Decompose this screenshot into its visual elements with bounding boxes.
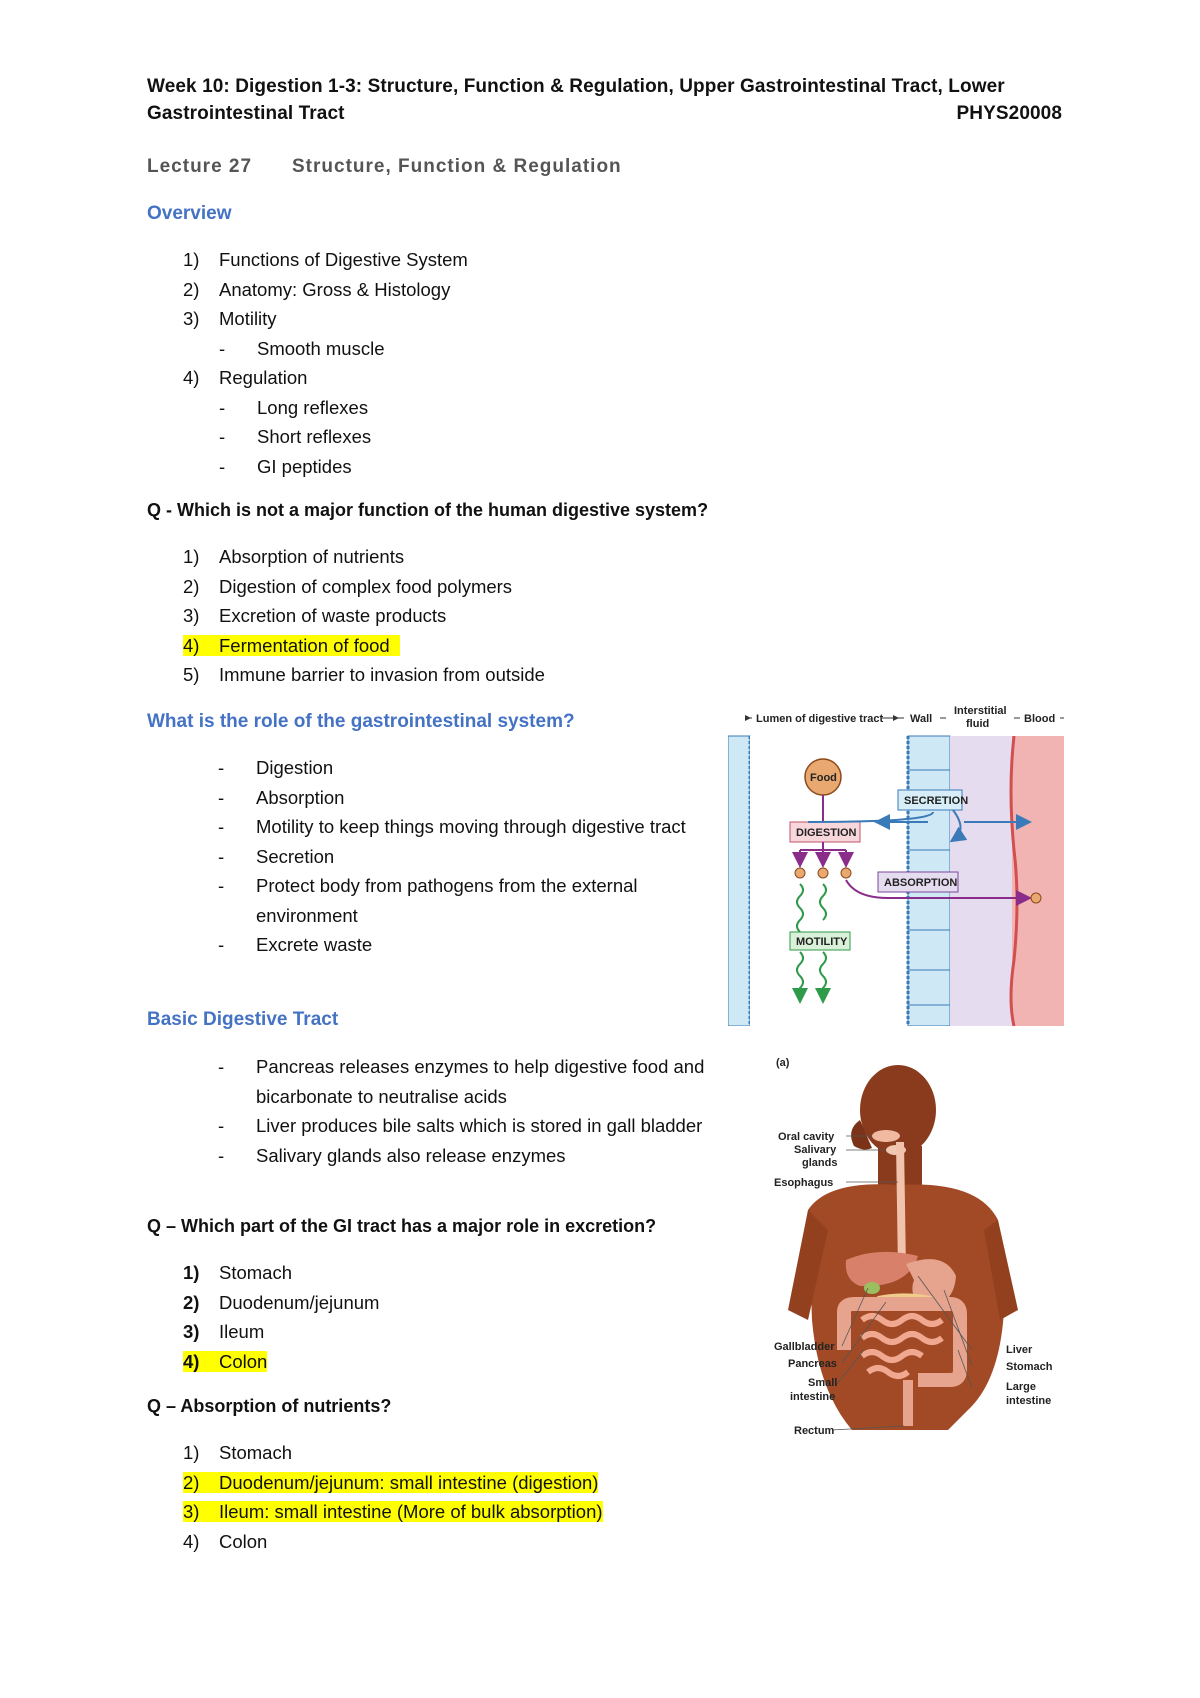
role-list: -Digestion -Absorption -Motility to keep… xyxy=(218,753,738,960)
list-item: -Short reflexes xyxy=(219,426,372,447)
basic-list: -Pancreas releases enzymes to help diges… xyxy=(218,1052,776,1170)
col-interstitial-label-2: fluid xyxy=(966,718,989,730)
label-stomach: Stomach xyxy=(1006,1361,1053,1373)
list-item-highlighted: 3)Ileum: small intestine (More of bulk a… xyxy=(183,1501,603,1522)
list-item: -Protect body from pathogens from the ex… xyxy=(218,875,638,926)
list-item: 1)Absorption of nutrients xyxy=(183,546,405,567)
label-pancreas: Pancreas xyxy=(788,1358,837,1370)
lecture-topic: Structure, Function & Regulation xyxy=(292,156,622,177)
list-item: 2)Digestion of complex food polymers xyxy=(183,575,513,597)
label-gallbladder: Gallbladder xyxy=(774,1341,835,1353)
basic-heading: Basic Digestive Tract xyxy=(147,1009,339,1030)
list-item: -GI peptides xyxy=(219,455,352,477)
course-code: PHYS20008 xyxy=(956,103,1062,124)
question-3-options: 1)Stomach 2)Duodenum/jejunum: small inte… xyxy=(183,1438,603,1556)
question-1-options: 1)Absorption of nutrients 2)Digestion of… xyxy=(183,542,545,690)
list-item-highlighted: 4)Colon xyxy=(183,1350,268,1372)
list-item: 1)Stomach xyxy=(183,1442,293,1463)
label-salivary: Salivary xyxy=(794,1144,837,1156)
list-item-highlighted: 2)Duodenum/jejunum: small intestine (dig… xyxy=(183,1471,599,1493)
list-item-highlighted: 4)Fermentation of food xyxy=(183,631,545,661)
list-item: -Motility to keep things moving through … xyxy=(218,816,686,837)
overview-heading: Overview xyxy=(147,203,232,224)
digestion-label: DIGESTION xyxy=(796,827,857,839)
label-oral-cavity: Oral cavity xyxy=(778,1131,835,1143)
list-item: -Absorption xyxy=(218,786,345,808)
col-wall-label: Wall xyxy=(910,713,932,725)
list-item: -Excrete waste xyxy=(218,934,373,955)
list-item: -Long reflexes xyxy=(219,396,369,418)
label-large-intestine: intestine xyxy=(1006,1395,1051,1407)
list-item: 2)Anatomy: Gross & Histology xyxy=(183,278,451,300)
food-label: Food xyxy=(810,772,837,784)
list-item: -Salivary glands also release enzymes xyxy=(218,1144,566,1166)
list-item: -Pancreas releases enzymes to help diges… xyxy=(218,1056,705,1107)
question-3: Q – Absorption of nutrients? xyxy=(147,1396,392,1416)
header-subtitle: Gastrointestinal Tract xyxy=(147,103,345,124)
list-item: 3)Ileum xyxy=(183,1321,265,1342)
lecture-number: Lecture 27 xyxy=(147,156,253,177)
label-small: Small xyxy=(808,1377,837,1389)
lecture-title: Lecture 27 Structure, Function & Regulati… xyxy=(147,156,622,178)
list-item: -Digestion xyxy=(218,757,334,778)
secretion-label: SECRETION xyxy=(904,795,968,807)
col-lumen-label: Lumen of digestive tract xyxy=(756,713,883,725)
list-item: -Smooth muscle xyxy=(219,337,385,359)
panel-label: (a) xyxy=(776,1057,790,1069)
list-item: 3)Motility xyxy=(183,308,277,329)
question-2-options: 1)Stomach 2)Duodenum/jejunum 3)Ileum 4)C… xyxy=(183,1258,379,1376)
list-item: 3)Excretion of waste products xyxy=(183,605,447,626)
list-item: -Liver produces bile salts which is stor… xyxy=(218,1115,703,1136)
role-heading: What is the role of the gastrointestinal… xyxy=(147,711,575,732)
label-small-intestine: intestine xyxy=(790,1391,835,1403)
list-item: -Secretion xyxy=(218,845,335,867)
list-item: 5)Immune barrier to invasion from outsid… xyxy=(183,664,545,685)
overview-list: 1)Functions of Digestive System 2)Anatom… xyxy=(183,245,468,481)
label-large: Large xyxy=(1006,1381,1036,1393)
label-liver: Liver xyxy=(1006,1344,1033,1356)
list-item: 1)Functions of Digestive System xyxy=(183,249,468,270)
gi-processes-diagram: Lumen of digestive tract Wall Interstiti… xyxy=(728,705,1064,1026)
absorption-label: ABSORPTION xyxy=(884,877,957,889)
digestive-anatomy-illustration: (a) xyxy=(774,1057,1053,1437)
header-line-1: Week 10: Digestion 1-3: Structure, Funct… xyxy=(147,76,1005,97)
col-interstitial-label: Interstitial xyxy=(954,705,1007,717)
list-item: 4)Colon xyxy=(183,1530,268,1552)
list-item: 4)Regulation xyxy=(183,367,308,388)
label-glands: glands xyxy=(802,1157,837,1169)
label-esophagus: Esophagus xyxy=(774,1177,833,1189)
list-item: 1)Stomach xyxy=(183,1262,293,1283)
question-2: Q – Which part of the GI tract has a maj… xyxy=(147,1216,657,1236)
label-rectum: Rectum xyxy=(794,1425,835,1437)
header-line-2: Gastrointestinal Tract PHYS20008 xyxy=(147,103,1062,125)
motility-label: MOTILITY xyxy=(796,936,848,948)
col-blood-label: Blood xyxy=(1024,713,1055,725)
list-item: 2)Duodenum/jejunum xyxy=(183,1291,380,1313)
question-1: Q - Which is not a major function of the… xyxy=(147,500,709,520)
